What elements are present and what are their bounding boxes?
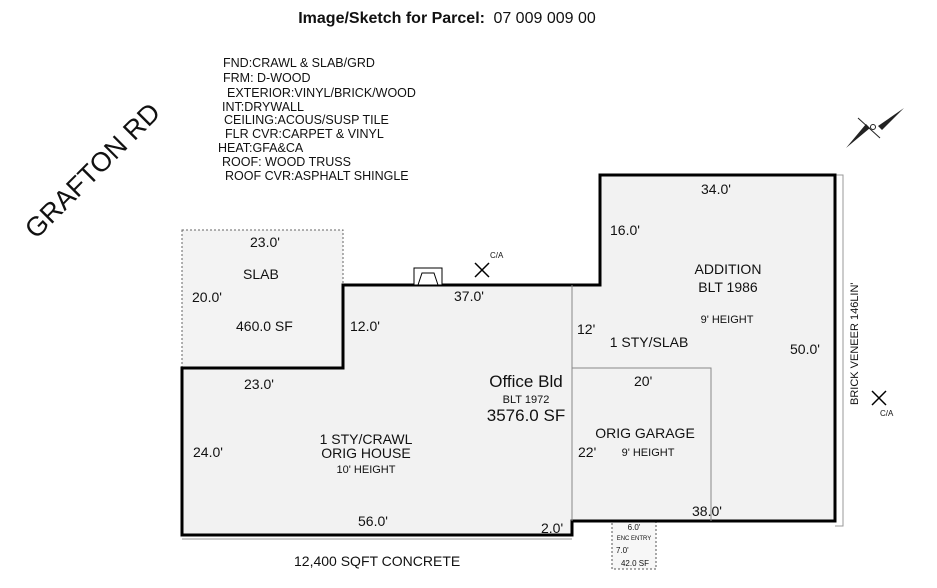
building-name: Office Bld bbox=[489, 372, 562, 391]
slab-height: 20.0' bbox=[192, 289, 222, 305]
dim-inner-12: 12' bbox=[577, 321, 595, 337]
enc-entry-outline bbox=[611, 520, 657, 570]
dim-house-left: 24.0' bbox=[193, 444, 223, 460]
addition-label: ADDITION bbox=[695, 261, 762, 277]
note-frame: FRM: D-WOOD bbox=[223, 71, 310, 85]
vent-icon bbox=[413, 267, 443, 286]
dim-right-side: 50.0' bbox=[790, 341, 820, 357]
sketch-title: Image/Sketch for Parcel: 07 009 009 00 bbox=[298, 10, 596, 27]
building-built: BLT 1972 bbox=[503, 394, 550, 406]
addition-height: 9' HEIGHT bbox=[701, 314, 754, 326]
enc-entry-label: ENC ENTRY bbox=[617, 536, 652, 542]
dim-middle-top: 37.0' bbox=[454, 288, 484, 304]
slab-label: SLAB bbox=[243, 266, 279, 282]
note-interior: INT:DRYWALL bbox=[222, 100, 304, 114]
garage-depth: 22' bbox=[578, 444, 596, 460]
ca-label-right: C/A bbox=[880, 409, 894, 418]
ca-marker-right bbox=[871, 390, 887, 406]
slab-area-label: 460.0 SF bbox=[236, 318, 293, 334]
road-name: GRAFTON RD bbox=[19, 97, 166, 244]
enc-entry-depth: 7.0' bbox=[616, 546, 629, 555]
orig-house-height: 10' HEIGHT bbox=[337, 464, 396, 476]
note-roof: ROOF: WOOD TRUSS bbox=[222, 155, 351, 169]
office-building-outline bbox=[180, 173, 837, 537]
garage-height: 9' HEIGHT bbox=[622, 447, 675, 459]
addition-stories: 1 STY/SLAB bbox=[610, 334, 689, 350]
dim-step-left: 12.0' bbox=[350, 318, 380, 334]
orig-house-stories: 1 STY/CRAWL bbox=[320, 431, 413, 447]
note-heat: HEAT:GFA&CA bbox=[218, 141, 304, 155]
dim-house-top: 23.0' bbox=[244, 376, 274, 392]
construction-notes: FND:CRAWL & SLAB/GRD FRM: D-WOOD EXTERIO… bbox=[218, 56, 416, 183]
note-floor-cover: FLR CVR:CARPET & VINYL bbox=[225, 127, 384, 141]
enc-entry-width: 6.0' bbox=[628, 523, 641, 532]
building-area: 3576.0 SF bbox=[487, 406, 565, 425]
enc-entry-area: 42.0 SF bbox=[621, 559, 649, 568]
dim-bottom-left: 56.0' bbox=[358, 513, 388, 529]
orig-house-label: ORIG HOUSE bbox=[321, 445, 410, 461]
note-foundation: FND:CRAWL & SLAB/GRD bbox=[223, 56, 375, 70]
dim-bottom-right: 38.0' bbox=[692, 503, 722, 519]
ca-label-top: C/A bbox=[490, 251, 504, 260]
note-exterior: EXTERIOR:VINYL/BRICK/WOOD bbox=[227, 86, 416, 100]
brick-veneer-line bbox=[835, 174, 844, 527]
addition-built: BLT 1986 bbox=[698, 279, 758, 295]
slab-width: 23.0' bbox=[250, 234, 280, 250]
dim-addition-top: 34.0' bbox=[701, 181, 731, 197]
dim-addition-left: 16.0' bbox=[610, 222, 640, 238]
brick-veneer-label: BRICK VENEER 146LIN' bbox=[849, 282, 861, 405]
parcel-number: 07 009 009 00 bbox=[493, 10, 595, 27]
dim-bottom-step: 2.0' bbox=[541, 520, 563, 536]
north-arrow-icon bbox=[846, 108, 904, 148]
garage-outline bbox=[572, 367, 712, 521]
ca-marker-top bbox=[474, 262, 490, 278]
slab-area bbox=[181, 229, 344, 369]
note-ceiling: CEILING:ACOUS/SUSP TILE bbox=[224, 113, 389, 127]
concrete-label: 12,400 SQFT CONCRETE bbox=[294, 553, 460, 569]
garage-width: 20' bbox=[634, 373, 652, 389]
title-prefix: Image/Sketch for Parcel: bbox=[298, 10, 485, 27]
note-roof-cover: ROOF CVR:ASPHALT SHINGLE bbox=[225, 169, 409, 183]
garage-label: ORIG GARAGE bbox=[595, 425, 695, 441]
